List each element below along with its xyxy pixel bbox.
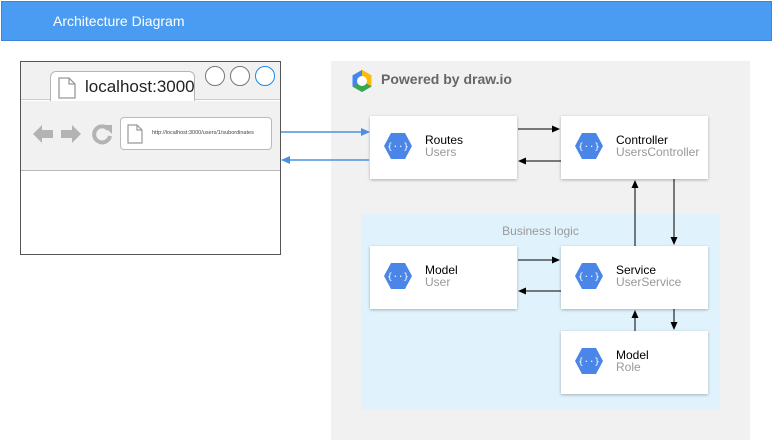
drawio-logo-icon: [352, 70, 372, 92]
powered-by-label: Powered by draw.io: [381, 71, 512, 87]
browser-titlebar: localhost:3000: [21, 62, 280, 101]
window-close-button[interactable]: [255, 66, 275, 86]
node-model-user[interactable]: {··} Model User: [370, 246, 517, 309]
node-subtitle: UsersController: [616, 145, 700, 159]
svg-text:{··}: {··}: [387, 273, 409, 283]
node-subtitle: User: [425, 275, 451, 289]
window-maximize-button[interactable]: [230, 66, 250, 86]
svg-text:{··}: {··}: [578, 273, 600, 283]
gcp-hexagon-icon: {··}: [575, 348, 603, 374]
reload-icon[interactable]: [90, 122, 114, 146]
window-minimize-button[interactable]: [205, 66, 225, 86]
node-routes[interactable]: {··} Routes Users: [370, 116, 517, 179]
browser-tab[interactable]: localhost:3000: [50, 71, 195, 101]
back-arrow-icon[interactable]: [31, 122, 55, 146]
node-subtitle: Role: [616, 360, 641, 374]
address-bar[interactable]: http://localhost:3000/users/1/subordinat…: [120, 117, 272, 150]
browser-window: localhost:3000 http://localhost:3000/use…: [20, 61, 281, 255]
node-title: Model: [425, 263, 458, 277]
svg-text:{··}: {··}: [578, 358, 600, 368]
address-url: http://localhost:3000/users/1/subordinat…: [152, 130, 254, 136]
gcp-hexagon-icon: {··}: [384, 133, 412, 159]
node-title: Controller: [616, 133, 669, 147]
header-banner: Architecture Diagram: [1, 1, 772, 41]
forward-arrow-icon[interactable]: [59, 122, 83, 146]
document-icon: [58, 77, 76, 99]
gcp-hexagon-icon: {··}: [384, 263, 412, 289]
business-logic-label: Business logic: [502, 224, 579, 238]
gcp-hexagon-icon: {··}: [575, 263, 603, 289]
svg-text:{··}: {··}: [578, 143, 600, 153]
tab-title: localhost:3000: [85, 77, 195, 96]
document-icon: [127, 124, 143, 144]
node-subtitle: UserService: [616, 275, 682, 289]
node-subtitle: Users: [425, 145, 457, 159]
node-service[interactable]: {··} Service UserService: [561, 246, 708, 309]
node-controller[interactable]: {··} Controller UsersController: [561, 116, 708, 179]
node-title: Service: [616, 263, 657, 277]
header-title: Architecture Diagram: [53, 13, 185, 29]
svg-text:{··}: {··}: [387, 143, 409, 153]
gcp-hexagon-icon: {··}: [575, 133, 603, 159]
browser-navbar: http://localhost:3000/users/1/subordinat…: [21, 101, 280, 171]
node-title: Routes: [425, 133, 464, 147]
node-model-role[interactable]: {··} Model Role: [561, 331, 708, 394]
node-title: Model: [616, 348, 649, 362]
